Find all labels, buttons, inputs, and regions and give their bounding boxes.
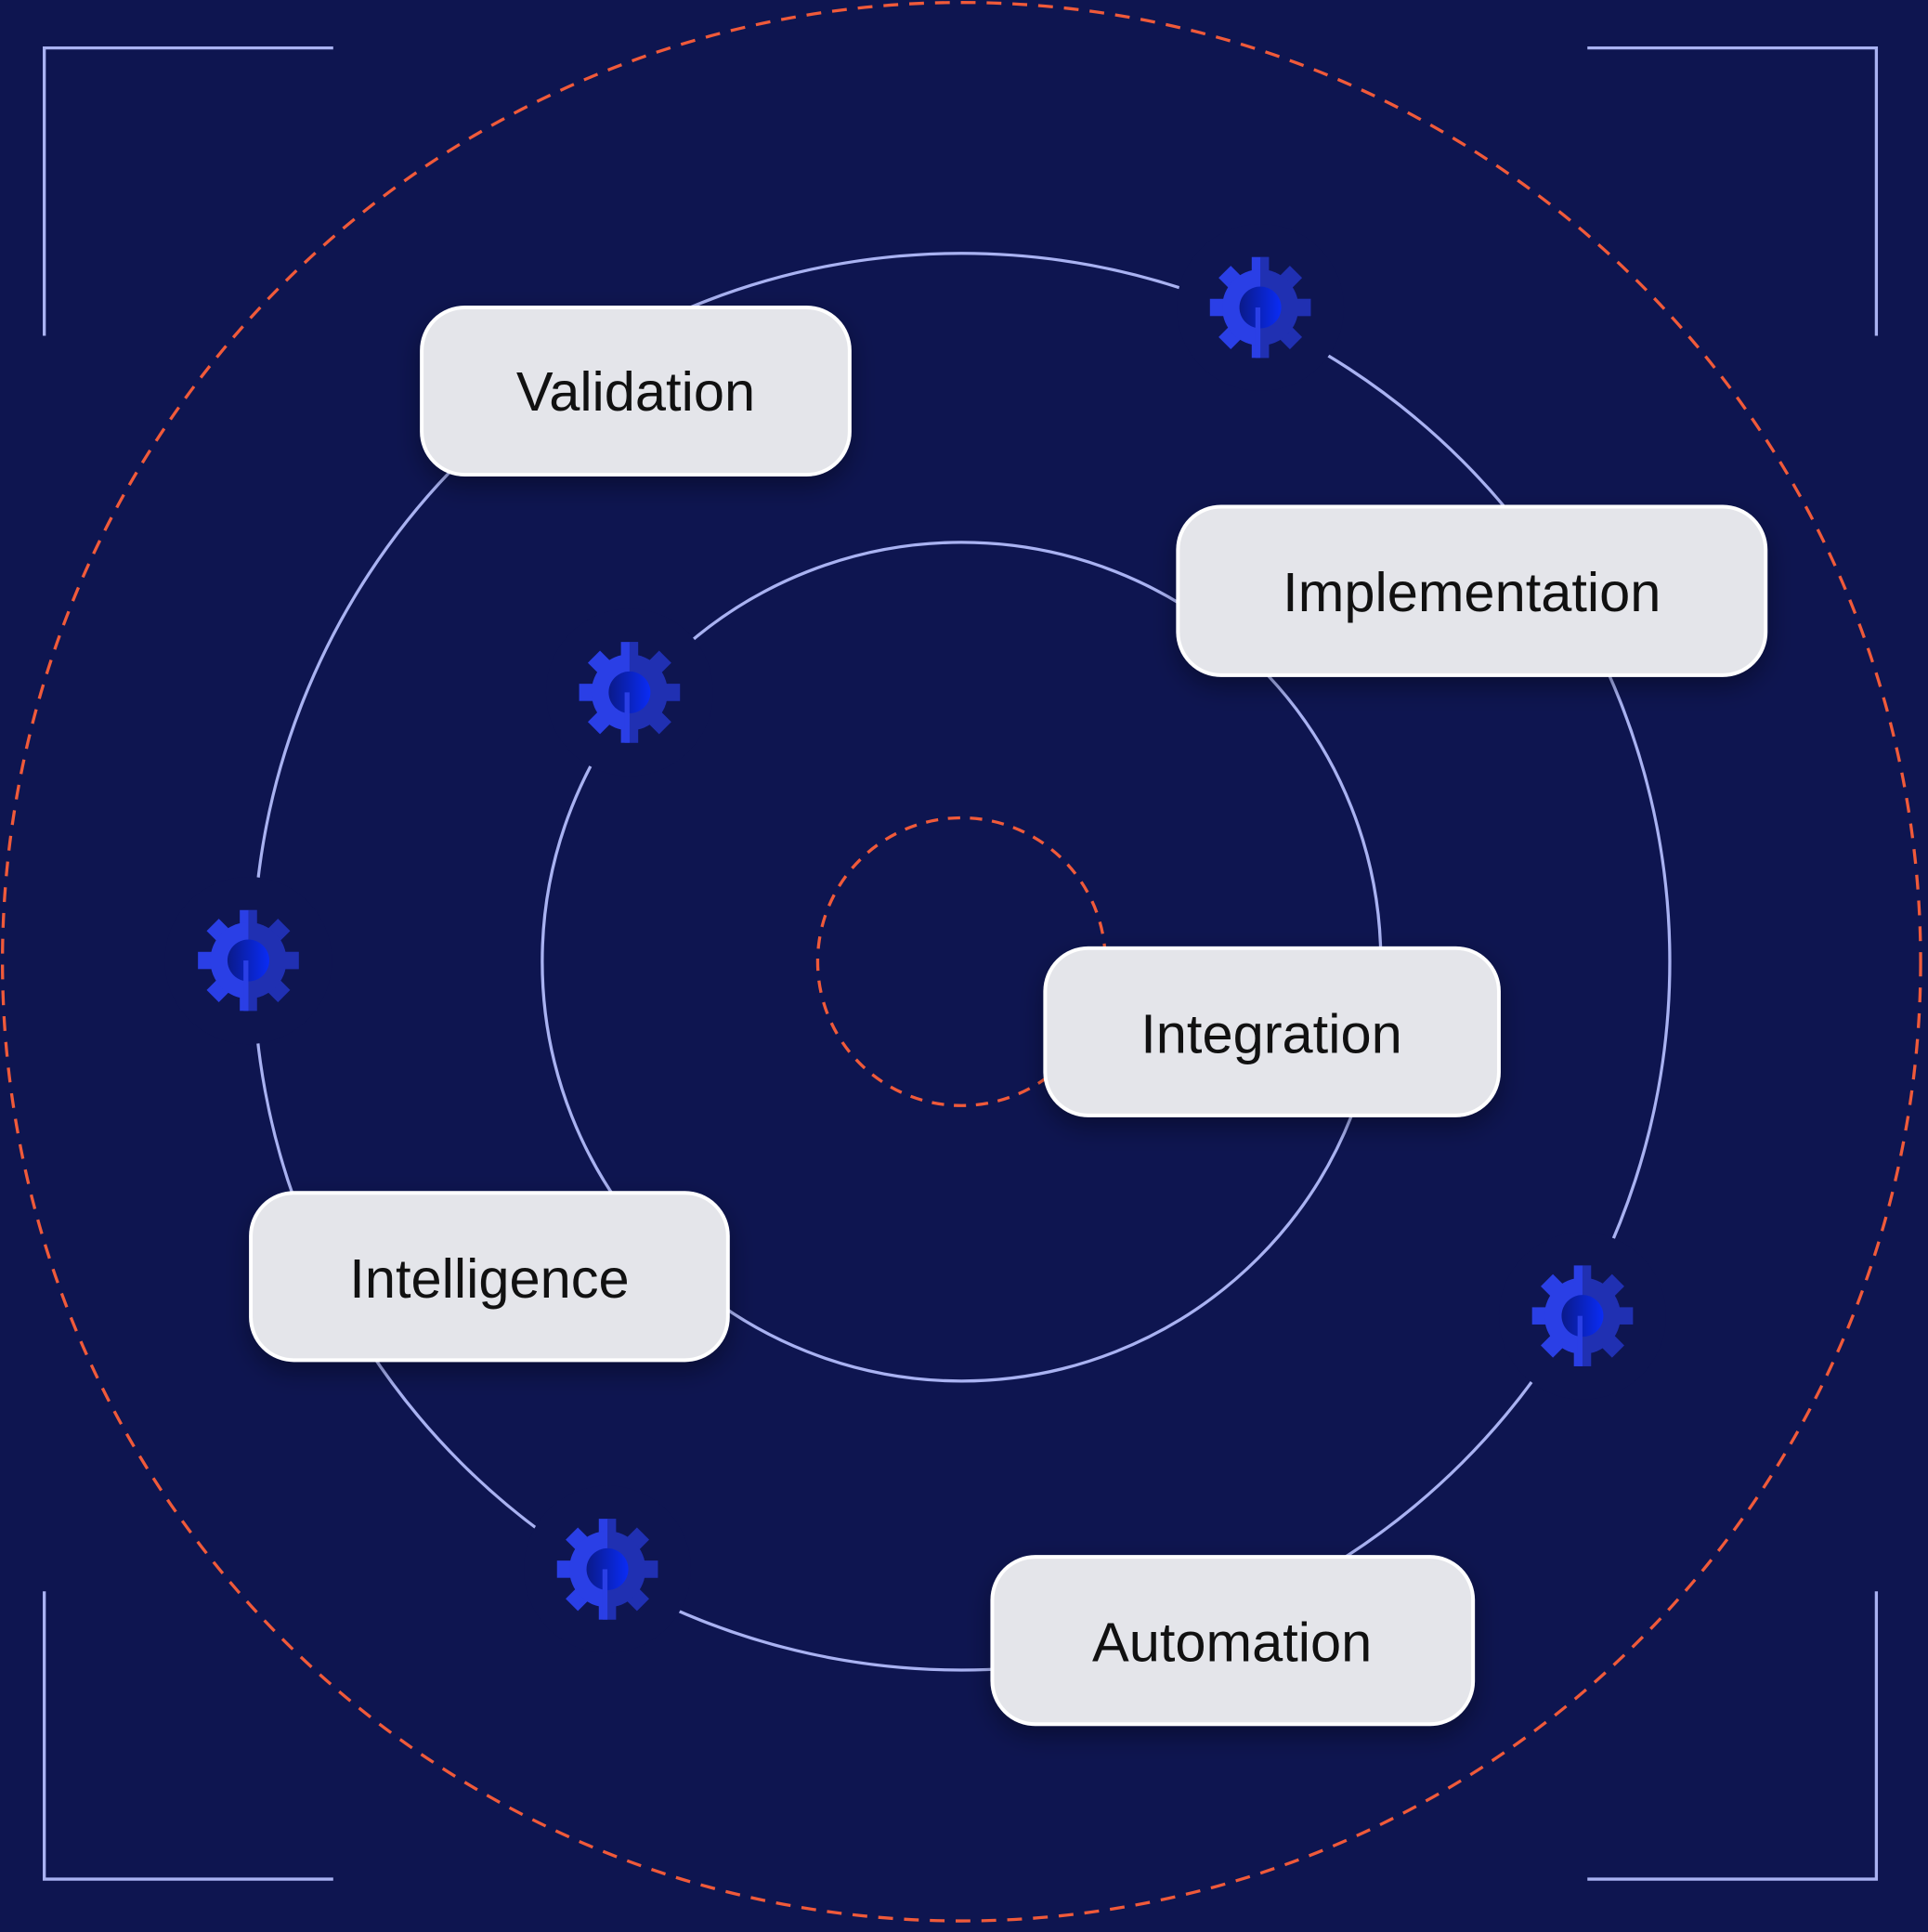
label-validation-text: Validation [516,360,755,423]
label-intelligence: Intelligence [249,1191,730,1363]
label-intelligence-text: Intelligence [349,1247,629,1310]
label-integration: Integration [1043,946,1501,1117]
label-implementation: Implementation [1176,504,1768,677]
corner-bracket-top-left [43,46,333,336]
label-implementation-text: Implementation [1283,561,1661,623]
corner-bracket-bottom-left [43,1591,333,1881]
label-automation: Automation [990,1555,1476,1727]
label-validation: Validation [420,306,852,477]
label-integration-text: Integration [1140,1002,1401,1064]
corner-bracket-bottom-right [1587,1591,1879,1881]
label-automation-text: Automation [1092,1612,1372,1674]
corner-bracket-top-right [1587,46,1879,336]
